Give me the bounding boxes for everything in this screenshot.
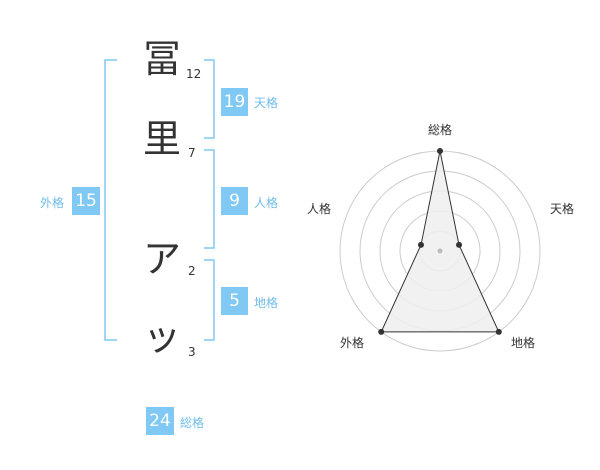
name-char-1: 冨 [143, 37, 182, 81]
radar-point-gaikaku [378, 328, 385, 335]
radar-point-tenkaku [456, 241, 463, 248]
gaikaku-label: 外格 [40, 196, 65, 210]
radar-label-soukaku: 総格 [428, 123, 453, 137]
tenkaku-bracket [204, 59, 215, 139]
radar-center-dot [437, 248, 443, 254]
kakusu-brackets [104, 59, 215, 341]
chikaku-bracket [204, 259, 215, 341]
radar-label-tenkaku: 天格 [550, 202, 575, 216]
radar-point-jinkaku [417, 241, 424, 248]
name-char-3: ア [143, 237, 182, 281]
chikaku-badge: 5 [221, 287, 248, 315]
gaikaku-badge: 15 [72, 187, 100, 215]
jinkaku-label: 人格 [254, 196, 279, 210]
stroke-count-1: 12 [186, 67, 202, 81]
name-char-2: 里 [143, 117, 182, 161]
tenkaku-badge: 19 [221, 88, 248, 116]
jinkaku-bracket [204, 149, 215, 249]
tenkaku-label: 天格 [254, 96, 279, 110]
radar-label-jinkaku: 人格 [307, 202, 332, 216]
radar-point-chikaku [495, 328, 502, 335]
chikaku-label: 地格 [254, 296, 279, 310]
radar-label-gaikaku: 外格 [340, 336, 365, 350]
radar-point-soukaku [437, 148, 443, 154]
name-char-4: ッ [143, 315, 182, 359]
stroke-count-2: 7 [188, 146, 196, 160]
jinkaku-badge: 9 [221, 187, 248, 215]
stroke-count-4: 3 [188, 345, 196, 359]
soukaku-label: 総格 [180, 416, 205, 430]
radar-score-polygon [380, 150, 500, 333]
soukaku-badge: 24 [146, 407, 174, 435]
radar-label-chikaku: 地格 [511, 336, 536, 350]
gaikaku-bracket [104, 59, 117, 341]
stroke-count-3: 2 [188, 264, 196, 278]
